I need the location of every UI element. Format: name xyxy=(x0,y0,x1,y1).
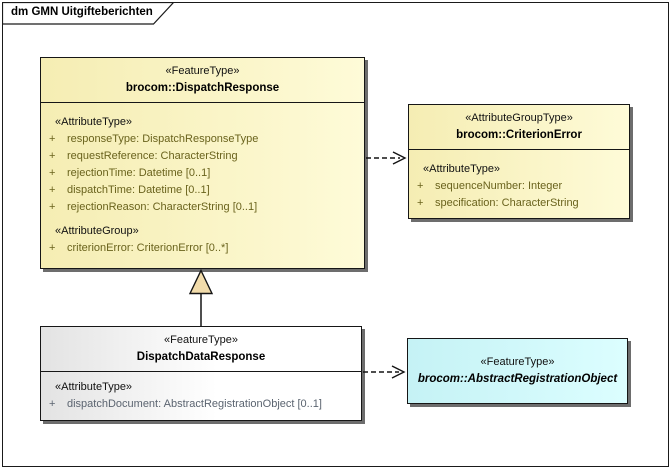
attribute-row: + dispatchTime: Datetime [0..1] xyxy=(41,182,364,199)
visibility-marker: + xyxy=(49,150,56,162)
class-name: brocom::CriterionError xyxy=(456,129,582,141)
stereotype-label: «AttributeType» xyxy=(55,116,133,128)
class-abstract-registration-object[interactable]: «FeatureType» brocom::AbstractRegistrati… xyxy=(407,338,628,404)
attribute-row: + responseType: DispatchResponseType xyxy=(41,131,364,148)
attribute-text: sequenceNumber: Integer xyxy=(435,180,563,192)
class-header: «AttributeGroupType» brocom::CriterionEr… xyxy=(409,105,629,150)
class-stereotype: «FeatureType» xyxy=(164,334,238,346)
attributes-compartment: «AttributeType» + sequenceNumber: Intege… xyxy=(409,150,629,212)
class-name: brocom::DispatchResponse xyxy=(125,82,280,94)
class-criterion-error[interactable]: «AttributeGroupType» brocom::CriterionEr… xyxy=(408,104,630,219)
diagram-title-tab: dm GMN Uitgifteberichten xyxy=(1,1,176,25)
class-name: DispatchDataResponse xyxy=(136,351,266,363)
attribute-text: criterionError: CriterionError [0..*] xyxy=(67,242,229,254)
section-gap xyxy=(41,216,364,223)
class-name: brocom::AbstractRegistrationObject xyxy=(417,373,618,385)
class-dispatch-response[interactable]: «FeatureType» brocom::DispatchResponse «… xyxy=(40,57,365,269)
class-stereotype: «FeatureType» xyxy=(165,65,240,77)
attributes-compartment: «AttributeType» + responseType: Dispatch… xyxy=(41,103,364,257)
attribute-row: + rejectionTime: Datetime [0..1] xyxy=(41,165,364,182)
class-header: «FeatureType» DispatchDataResponse xyxy=(41,327,361,372)
class-stereotype: «AttributeGroupType» xyxy=(465,112,573,124)
class-stereotype: «FeatureType» xyxy=(480,356,555,368)
attribute-text: requestReference: CharacterString xyxy=(67,150,238,162)
attribute-text: rejectionReason: CharacterString [0..1] xyxy=(67,201,258,213)
visibility-marker: + xyxy=(49,133,56,145)
stereotype-label: «AttributeGroup» xyxy=(55,225,139,237)
title-tab-shape-icon xyxy=(1,1,175,25)
visibility-marker: + xyxy=(417,197,424,209)
attribute-text: dispatchDocument: AbstractRegistrationOb… xyxy=(67,398,322,410)
visibility-marker: + xyxy=(49,184,56,196)
attribute-row: + dispatchDocument: AbstractRegistration… xyxy=(41,396,361,413)
attribute-row: + requestReference: CharacterString xyxy=(41,148,364,165)
stereotype-label: «AttributeType» xyxy=(55,381,133,393)
visibility-marker: + xyxy=(417,180,424,192)
visibility-marker: + xyxy=(49,201,56,213)
attribute-text: dispatchTime: Datetime [0..1] xyxy=(67,184,210,196)
attribute-row: + rejectionReason: CharacterString [0..1… xyxy=(41,199,364,216)
stereotype-label: «AttributeType» xyxy=(423,163,501,175)
attributes-compartment: «AttributeType» + dispatchDocument: Abst… xyxy=(41,372,361,413)
visibility-marker: + xyxy=(49,398,56,410)
class-header: «FeatureType» brocom::AbstractRegistrati… xyxy=(408,339,627,403)
attribute-row: + criterionError: CriterionError [0..*] xyxy=(41,240,364,257)
diagram-title: dm GMN Uitgifteberichten xyxy=(11,6,153,18)
class-header: «FeatureType» brocom::DispatchResponse xyxy=(41,58,364,103)
attribute-text: responseType: DispatchResponseType xyxy=(67,133,259,145)
attribute-row: + sequenceNumber: Integer xyxy=(409,178,629,195)
attribute-text: rejectionTime: Datetime [0..1] xyxy=(67,167,211,179)
attribute-row: + specification: CharacterString xyxy=(409,195,629,212)
class-dispatch-data-response[interactable]: «FeatureType» DispatchDataResponse «Attr… xyxy=(40,326,362,421)
attribute-text: specification: CharacterString xyxy=(435,197,579,209)
visibility-marker: + xyxy=(49,242,56,254)
visibility-marker: + xyxy=(49,167,56,179)
